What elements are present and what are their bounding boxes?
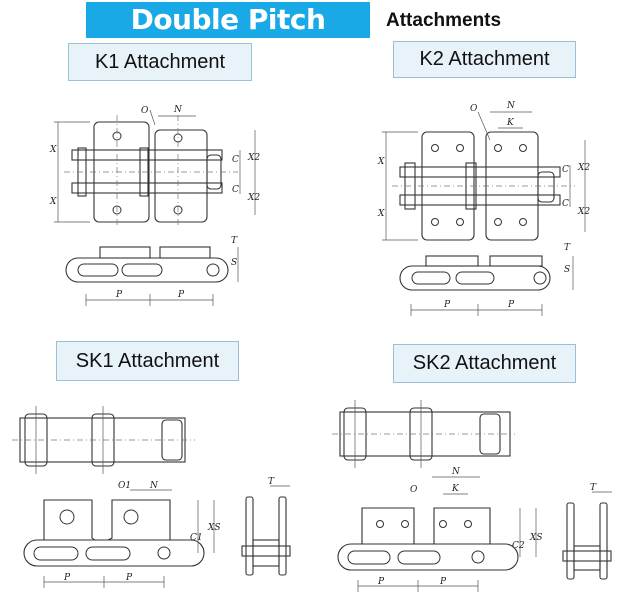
- k2-dim-x2-upper: X2: [577, 163, 590, 173]
- k2-attachment-label: K2 Attachment: [393, 41, 576, 78]
- sk2-dim-p-left: P: [377, 577, 385, 587]
- k2-dim-x-lower: X: [377, 209, 385, 219]
- sk2-dim-o: O: [410, 485, 418, 495]
- sk2-dim-n: N: [451, 467, 461, 477]
- sk2-dim-t: T: [590, 483, 597, 493]
- k1-dim-c-lower: C: [232, 185, 239, 195]
- k1-attachment-label: K1 Attachment: [68, 43, 252, 81]
- k2-dim-n: N: [506, 101, 516, 111]
- k1-side-view: [65, 246, 239, 306]
- k1-dim-t: T: [231, 236, 238, 246]
- k2-dim-p-right: P: [507, 300, 515, 310]
- sk1-dim-t: T: [268, 477, 275, 487]
- k2-dim-x2-lower: X2: [577, 207, 590, 217]
- k1-dim-x2-upper: X2: [247, 153, 260, 163]
- sk1-dim-o1: O1: [118, 481, 131, 491]
- sk2-dim-c2: C2: [512, 541, 525, 551]
- k2-dim-c-upper: C: [562, 165, 569, 175]
- sk1-attachment-label: SK1 Attachment: [56, 341, 239, 381]
- k1-dim-x2-lower: X2: [247, 193, 260, 203]
- sk1-dim-p-left: P: [63, 573, 71, 583]
- k1-top-view: [54, 109, 256, 228]
- sk2-side-view: [337, 476, 537, 592]
- page-title: Double Pitch Chain: [86, 2, 370, 72]
- k2-side-view: [399, 255, 574, 316]
- k1-dim-x-lower: X: [49, 197, 57, 207]
- k2-dim-c-lower: C: [562, 199, 569, 209]
- sk1-end-view: [241, 485, 291, 576]
- sk2-dim-k: K: [451, 484, 460, 494]
- k1-dim-n: N: [173, 105, 183, 115]
- sk1-dim-p-right: P: [125, 573, 133, 583]
- sk2-dim-p-right: P: [439, 577, 447, 587]
- sk1-dim-n: N: [149, 481, 159, 491]
- sk1-dim-c1: C1: [190, 533, 203, 543]
- k2-dim-x-upper: X: [377, 157, 385, 167]
- sk2-end-view: [562, 491, 612, 580]
- k1-dim-p-right: P: [177, 290, 185, 300]
- k1-dim-o: O: [141, 106, 149, 116]
- k1-dim-p-left: P: [115, 290, 123, 300]
- k1-dim-c-upper: C: [232, 155, 239, 165]
- sk1-dim-xs: XS: [207, 523, 221, 533]
- k2-dim-s: S: [564, 265, 570, 275]
- k2-top-view: [382, 111, 586, 241]
- k2-dim-k: K: [506, 118, 515, 128]
- sk1-top-view: [12, 406, 195, 474]
- k2-dim-t: T: [564, 243, 571, 253]
- sk2-dim-xs: XS: [529, 533, 543, 543]
- k1-dim-x-upper: X: [49, 145, 57, 155]
- k2-dim-o: O: [470, 104, 478, 114]
- sk2-attachment-label: SK2 Attachment: [393, 344, 576, 383]
- page-subtitle: Attachments: [386, 10, 502, 31]
- sk1-side-view: [23, 489, 215, 588]
- k2-dim-p-left: P: [443, 300, 451, 310]
- k1-dim-s: S: [231, 258, 237, 268]
- sk2-top-view: [332, 400, 515, 468]
